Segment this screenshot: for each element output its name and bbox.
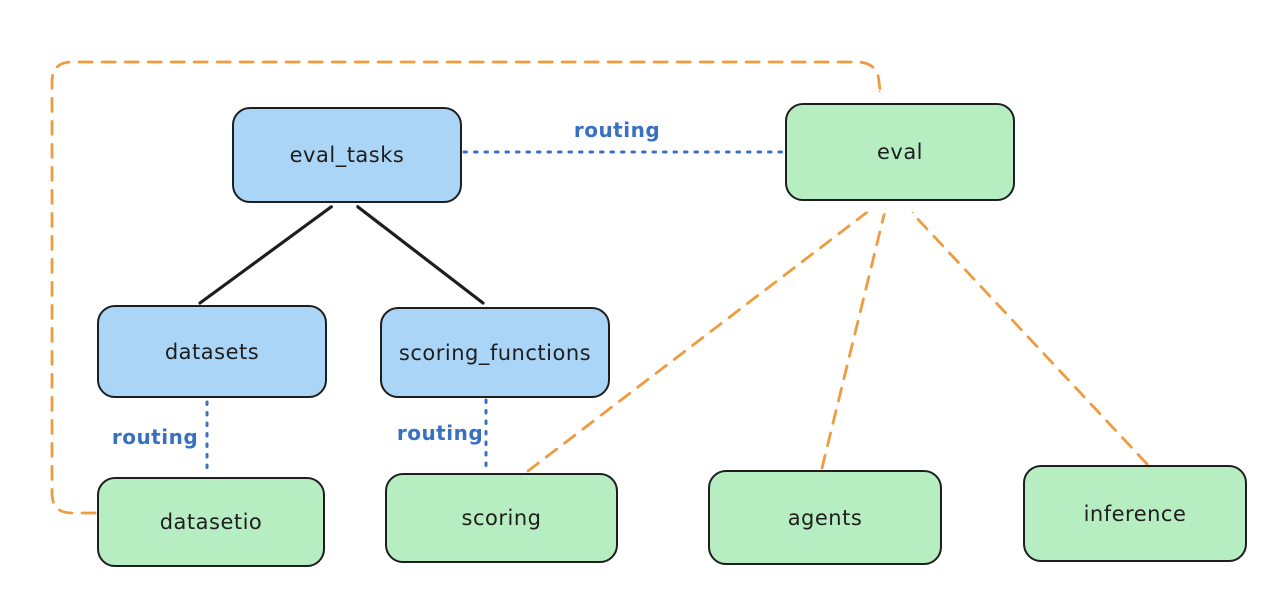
node-scoring-label: scoring <box>461 506 542 530</box>
node-scoring: scoring <box>385 473 618 563</box>
edge-datasetio-to-eval <box>50 60 880 515</box>
node-scoring_functions-label: scoring_functions <box>398 340 592 365</box>
node-eval_tasks-label: eval_tasks <box>289 143 405 167</box>
node-datasetio-label: datasetio <box>159 510 263 534</box>
edge-label-routing-mid: routing <box>396 421 484 445</box>
edge-label-routing-top: routing <box>573 118 661 142</box>
node-datasets: datasets <box>97 305 327 398</box>
node-agents: agents <box>708 470 942 565</box>
node-datasets-label: datasets <box>164 339 260 364</box>
node-eval_tasks: eval_tasks <box>232 107 462 203</box>
edge-scoring-to-eval <box>526 213 866 473</box>
edge-datasets-to-eval_tasks <box>198 207 331 305</box>
node-eval: eval <box>785 103 1015 201</box>
node-scoring_functions: scoring_functions <box>380 307 610 398</box>
edge-inference-to-eval <box>913 214 1149 466</box>
node-eval-label: eval <box>876 140 924 164</box>
node-inference-label: inference <box>1083 501 1187 526</box>
node-inference: inference <box>1023 465 1247 562</box>
edge-label-routing-left: routing <box>111 425 199 449</box>
edge-scoring_functions-to-eval_tasks <box>358 207 485 305</box>
edge-agents-to-eval <box>820 215 884 470</box>
node-agents-label: agents <box>787 505 863 530</box>
node-datasetio: datasetio <box>97 477 325 567</box>
